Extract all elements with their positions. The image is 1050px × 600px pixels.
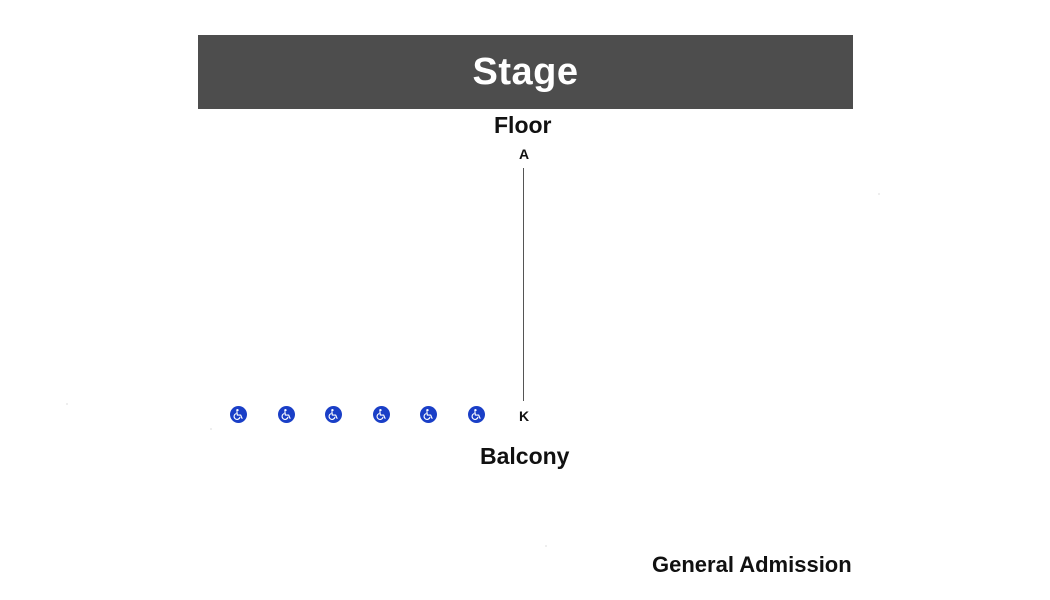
- wheelchair-icon: [470, 408, 483, 421]
- background-speck: [878, 193, 880, 195]
- wheelchair-seat[interactable]: [230, 406, 247, 423]
- wheelchair-icon: [280, 408, 293, 421]
- stage-label: Stage: [472, 50, 579, 93]
- stage-area: Stage: [198, 35, 853, 109]
- row-label-first[interactable]: A: [518, 146, 530, 162]
- wheelchair-seat[interactable]: [277, 406, 295, 423]
- wheelchair-seat[interactable]: [372, 406, 390, 423]
- balcony-section-label[interactable]: Balcony: [480, 443, 570, 469]
- general-admission-label[interactable]: General Admission: [652, 552, 852, 577]
- wheelchair-seat[interactable]: [468, 406, 485, 423]
- background-speck: [210, 428, 212, 430]
- floor-row-line[interactable]: [523, 168, 524, 401]
- row-label-last[interactable]: K: [518, 408, 530, 424]
- wheelchair-icon: [375, 408, 388, 421]
- wheelchair-icon: [232, 408, 245, 421]
- wheelchair-seat[interactable]: [420, 406, 438, 423]
- floor-section-label[interactable]: Floor: [494, 112, 552, 138]
- wheelchair-seat[interactable]: [325, 406, 343, 423]
- wheelchair-icon: [422, 408, 435, 421]
- wheelchair-icon: [327, 408, 340, 421]
- background-speck: [545, 545, 547, 547]
- background-speck: [66, 403, 68, 405]
